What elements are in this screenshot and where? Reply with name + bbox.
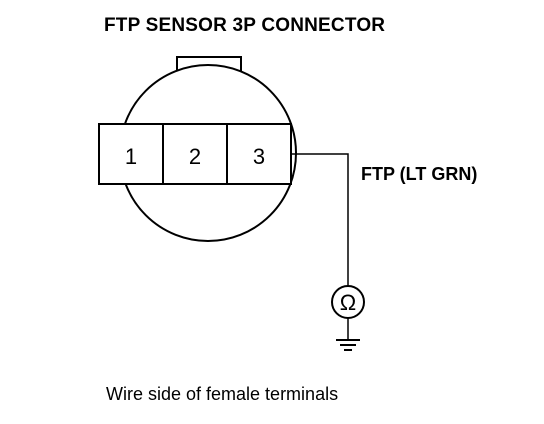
terminal-3-cavity (226, 123, 292, 185)
wire-label: FTP (LT GRN) (361, 164, 478, 184)
terminal-1-label: 1 (125, 144, 137, 169)
terminal-2-cavity (162, 123, 228, 185)
terminal-2-label: 2 (189, 144, 201, 169)
ground-icon (336, 339, 360, 351)
ftp-wire (291, 153, 349, 286)
ohmmeter-icon: Ω (331, 285, 365, 319)
diagram-title: FTP SENSOR 3P CONNECTOR (104, 15, 386, 36)
diagram-caption: Wire side of female terminals (106, 384, 339, 404)
terminal-3-label: 3 (253, 144, 265, 169)
ohm-symbol: Ω (340, 290, 356, 315)
